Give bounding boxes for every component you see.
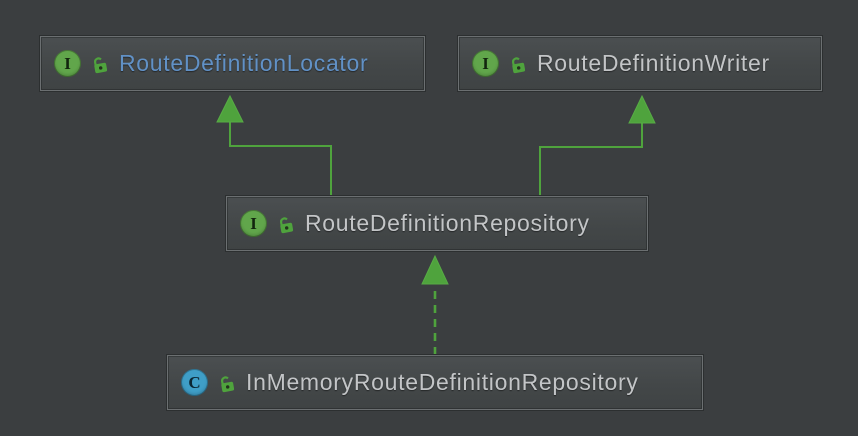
interface-badge-icon: I: [240, 210, 267, 237]
node-route-definition-writer[interactable]: I RouteDefinitionWriter: [458, 36, 822, 91]
extends-edge-repository-to-writer: [539, 94, 656, 196]
node-route-definition-repository[interactable]: I RouteDefinitionRepository: [226, 196, 648, 251]
unlocked-lock-icon: [221, 375, 235, 392]
implements-arrowhead: [421, 254, 449, 285]
node-label: RouteDefinitionRepository: [305, 210, 590, 236]
unlocked-lock-icon: [512, 56, 526, 73]
node-in-memory-route-definition-repository[interactable]: C InMemoryRouteDefinitionRepository: [167, 355, 703, 410]
extends-arrowhead: [216, 94, 244, 123]
interface-badge-icon: I: [472, 50, 499, 77]
class-badge-icon: C: [181, 369, 208, 396]
node-label: RouteDefinitionWriter: [537, 50, 770, 76]
unlocked-lock-icon: [280, 216, 294, 233]
unlocked-lock-icon: [94, 56, 108, 73]
implements-edge-inmemory-to-repository: [421, 254, 449, 355]
extends-edge-repository-to-locator: [216, 94, 332, 196]
node-label: RouteDefinitionLocator: [119, 50, 369, 76]
interface-badge-icon: I: [54, 50, 81, 77]
node-route-definition-locator[interactable]: I RouteDefinitionLocator: [40, 36, 425, 91]
extends-arrowhead: [628, 94, 656, 124]
node-label: InMemoryRouteDefinitionRepository: [246, 369, 639, 395]
